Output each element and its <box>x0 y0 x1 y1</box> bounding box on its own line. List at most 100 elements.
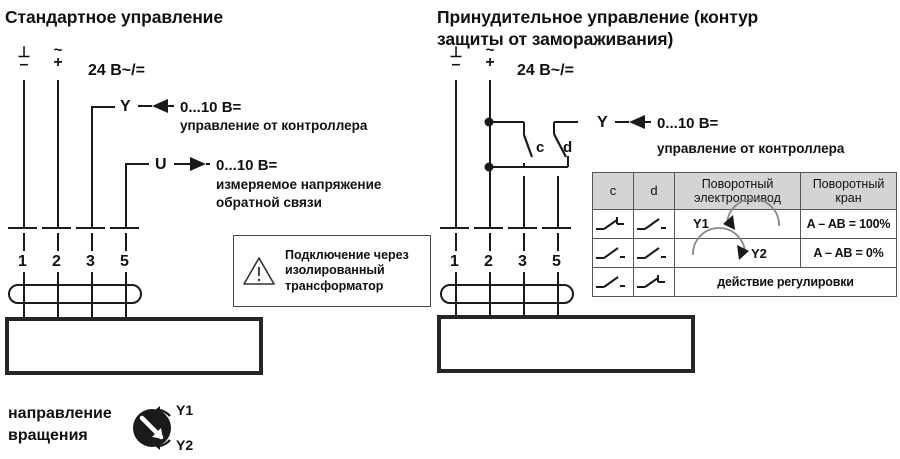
signal-range-u-left: 0...10 B= <box>216 157 278 174</box>
rotation-y1-label: Y1 <box>176 402 194 418</box>
lead-wire-5-left <box>125 163 127 227</box>
ac-symbol-glyph: ~ <box>53 42 63 59</box>
switch-label-c: c <box>536 139 545 156</box>
forced-control-switch-network <box>480 115 610 185</box>
switch-state-c-row3 <box>592 267 634 297</box>
terminal-stub-5-left <box>125 233 127 251</box>
lead-wire-5-right <box>557 176 559 227</box>
signal-arrow-y-left <box>136 98 176 114</box>
ground-symbol-minus-right: – <box>451 56 461 73</box>
signal-desc-y-left: управление от контроллера <box>180 118 368 133</box>
terminal-number-5-right: 5 <box>552 253 561 270</box>
terminal-wire-2-right <box>489 272 491 318</box>
terminal-dash-3-right <box>508 227 537 229</box>
signal-arrow-y-right <box>613 114 653 130</box>
signal-label-y-right: Y <box>597 114 608 131</box>
control-logic-table: c d Поворотный электропривод Поворотный … <box>592 172 897 297</box>
table-row: Y2 A – AB = 0% <box>592 227 897 268</box>
terminal-wire-5-right <box>557 272 559 318</box>
terminal-dash-3-left <box>76 227 105 229</box>
table-header-valve: Поворотный кран <box>800 172 897 210</box>
terminal-dash-2-right <box>474 227 503 229</box>
signal-desc-u-left-line1: измеряемое напряжение <box>216 177 382 192</box>
warning-text-left: Подключение через изолированный трансфор… <box>285 248 409 295</box>
ground-symbol-left: ⊥ – <box>13 44 35 73</box>
terminal-stub-1-right <box>455 233 457 251</box>
signal-label-u-left: U <box>155 156 167 173</box>
warning-triangle-icon <box>242 255 276 287</box>
supply-voltage-label-right: 24 B~/= <box>517 62 574 79</box>
terminal-stub-2-left <box>57 233 59 251</box>
ground-symbol-right: ⊥ – <box>445 44 467 73</box>
signal-desc-u-left-line2: обратной связи <box>216 195 322 210</box>
lead-wire-3-left <box>91 106 93 227</box>
supply-voltage-label-left: 24 B~/= <box>88 62 145 79</box>
actuator-label-row2: Y2 <box>751 246 767 261</box>
actuator-body-left <box>5 317 263 375</box>
lead-wire-2-left <box>57 80 59 227</box>
terminal-stub-5-right <box>557 233 559 251</box>
table-header-actuator-line2: электропривод <box>694 191 781 205</box>
table-header-actuator-line1: Поворотный <box>701 176 774 191</box>
switch-state-d-row3 <box>633 267 675 297</box>
signal-arrow-u-left <box>172 156 212 172</box>
terminal-wire-5-left <box>125 272 127 320</box>
signal-range-y-right: 0...10 B= <box>657 115 719 132</box>
terminal-stub-2-right <box>489 233 491 251</box>
valve-state-row1: A – AB = 100% <box>800 209 897 239</box>
switch-state-d-row2 <box>633 238 675 268</box>
lead-wire-2-right <box>489 80 491 227</box>
table-header-c: c <box>592 172 634 210</box>
regulation-action-cell: действие регулировки <box>674 267 897 297</box>
signal-label-y-left: Y <box>120 98 131 115</box>
ac-symbol-plus-right: + <box>485 54 495 71</box>
table-row: Y1 A – AB = 100% <box>592 198 897 239</box>
terminal-wire-3-left <box>91 272 93 320</box>
terminal-wire-2-left <box>57 272 59 320</box>
terminal-dash-2-left <box>42 227 71 229</box>
lead-wire-3-right <box>523 176 525 227</box>
switch-state-d-row1 <box>633 209 675 239</box>
table-header-row: c d Поворотный электропривод Поворотный … <box>592 172 897 210</box>
table-header-valve-line2: кран <box>835 191 862 205</box>
ground-symbol-minus: – <box>19 56 29 73</box>
left-panel-title: Стандартное управление <box>5 7 223 27</box>
terminal-stub-3-right <box>523 233 525 251</box>
cable-clamp-left <box>8 284 142 304</box>
terminal-number-3-left: 3 <box>86 253 95 270</box>
ac-symbol-right: ~ + <box>479 42 501 71</box>
terminal-wire-1-left <box>23 272 25 320</box>
ac-symbol-left: ~ + <box>47 42 69 71</box>
terminal-number-2-left: 2 <box>52 253 61 270</box>
terminal-wire-1-right <box>455 272 457 318</box>
rotation-label-line1: направление <box>8 405 112 422</box>
ground-symbol-glyph: ⊥ <box>17 44 31 61</box>
terminal-dash-1-right <box>440 227 469 229</box>
u-branch-line-left <box>125 163 149 165</box>
valve-state-row2: A – AB = 0% <box>800 238 897 268</box>
rotation-label-line2: вращения <box>8 427 88 444</box>
terminal-wire-3-right <box>523 272 525 318</box>
ac-symbol-glyph-right: ~ <box>485 42 495 59</box>
terminal-dash-5-left <box>110 227 139 229</box>
terminal-stub-1-left <box>23 233 25 251</box>
warning-text-line1: Подключение через <box>285 247 409 262</box>
terminal-number-2-right: 2 <box>484 253 493 270</box>
warning-text-line3: трансформатор <box>285 278 384 293</box>
terminal-dash-1-left <box>8 227 37 229</box>
lead-wire-1-left <box>23 80 25 227</box>
right-panel-title-line2: защиты от замораживания) <box>437 29 674 49</box>
actuator-body-right <box>437 315 695 373</box>
table-row: действие регулировки <box>592 267 897 297</box>
switch-label-d: d <box>563 139 573 156</box>
ground-symbol-glyph-right: ⊥ <box>449 44 463 61</box>
terminal-number-3-right: 3 <box>518 253 527 270</box>
right-panel-title-line1: Принудительное управление (контур <box>437 7 759 27</box>
lead-wire-1-right <box>455 80 457 227</box>
actuator-label-row1: Y1 <box>693 216 709 231</box>
terminal-dash-5-right <box>542 227 571 229</box>
terminal-number-1-right: 1 <box>450 253 459 270</box>
warning-box-left: Подключение через изолированный трансфор… <box>233 235 431 307</box>
table-header-d: d <box>633 172 675 210</box>
